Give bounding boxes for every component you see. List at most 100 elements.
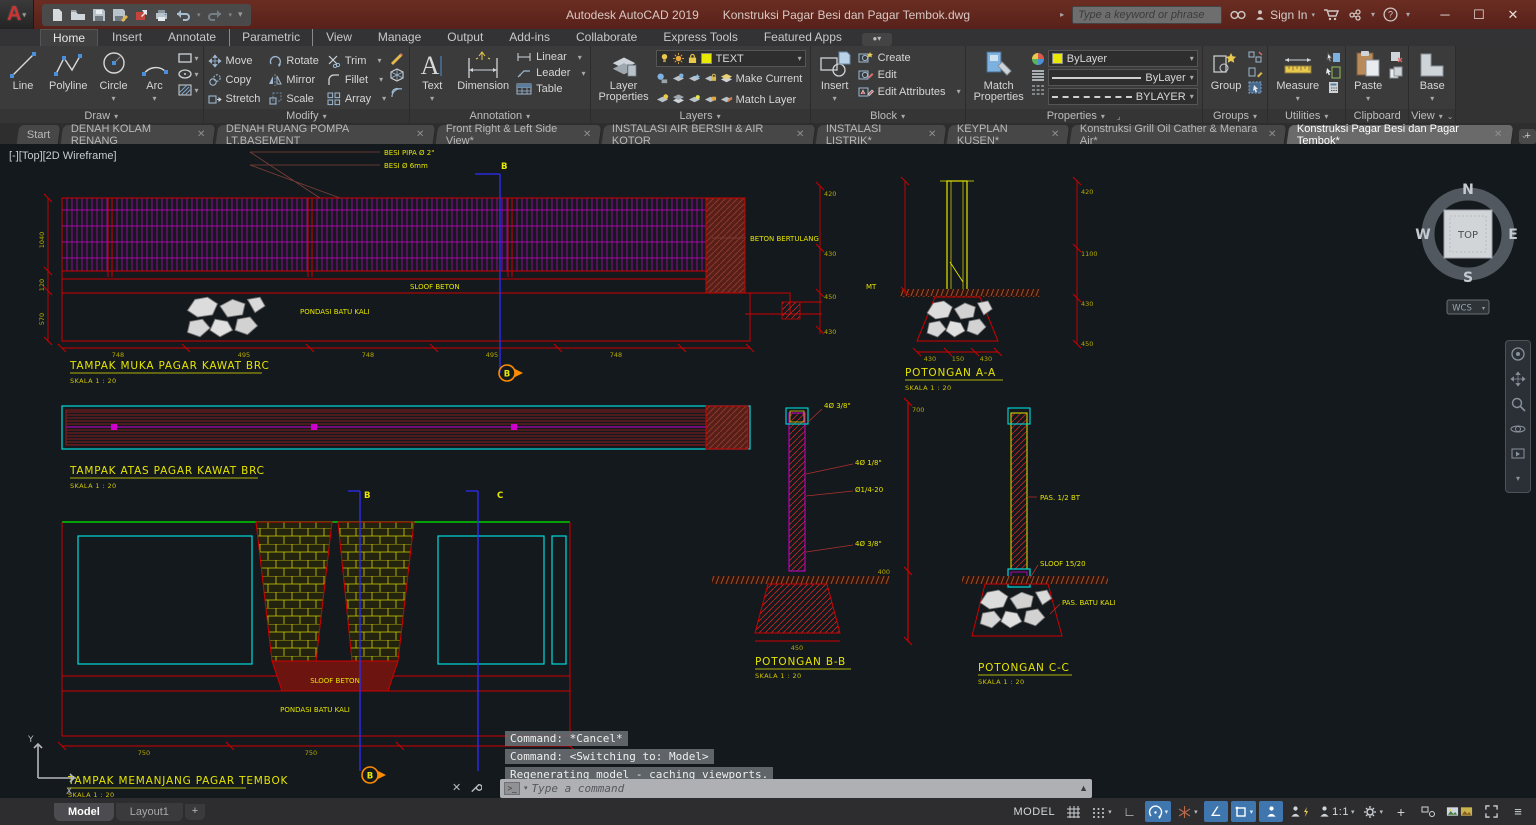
fillet-tool[interactable]: Fillet ▾ <box>327 73 386 87</box>
tab-overflow-icon[interactable]: ⌄ <box>1520 130 1528 141</box>
erase-tool[interactable] <box>389 51 405 66</box>
close-icon[interactable]: ✕ <box>796 129 804 140</box>
help-icon[interactable]: ? <box>1383 7 1398 22</box>
ortho-toggle[interactable]: ∟ <box>1118 801 1142 822</box>
doc-tab[interactable]: INSTALASI AIR BERSIH & AIR KOTOR✕ <box>602 125 816 144</box>
viewport-controls[interactable]: [-][Top][2D Wireframe] <box>9 150 117 162</box>
view-top-plan[interactable]: TAMPAK ATAS PAGAR KAWAT BRC SKALA 1 : 20 <box>62 406 750 490</box>
doc-tab[interactable]: Konstruksi Grill Oil Cather & Menara Air… <box>1070 125 1288 144</box>
panel-title-modify[interactable]: Modify▾ <box>204 109 410 123</box>
doc-tab[interactable]: KEYPLAN KUSEN*✕ <box>946 125 1070 144</box>
view-wall-elevation[interactable]: SLOOF BETON PONDASI BATU KALI 750 750 B … <box>58 491 574 798</box>
rotate-tool[interactable]: Rotate <box>268 54 318 68</box>
copy-tool[interactable]: Copy <box>208 73 261 87</box>
circle-tool[interactable]: Circle▾ <box>95 49 133 105</box>
help-search-input[interactable] <box>1072 6 1222 24</box>
ellipse-tool[interactable]: ▾ <box>177 67 199 81</box>
viewcube[interactable]: N S W E TOP WCS ▾ <box>1415 182 1518 314</box>
doc-tab[interactable]: Front Right & Left Side View*✕ <box>436 125 603 144</box>
base-button[interactable]: Base▾ <box>1413 49 1451 105</box>
open-file-icon[interactable] <box>70 8 86 22</box>
doc-tab-active[interactable]: Konstruksi Pagar Besi dan Pagar Tembok*✕ <box>1287 125 1515 144</box>
color-select[interactable]: ByLayer▾ <box>1048 50 1198 67</box>
match-properties-button[interactable]: Match Properties <box>970 49 1028 104</box>
rectangle-tool[interactable]: ▾ <box>177 51 199 65</box>
tab-insert[interactable]: Insert <box>100 29 154 46</box>
arc-tool[interactable]: Arc▾ <box>136 49 174 105</box>
mirror-tool[interactable]: Mirror <box>268 73 318 87</box>
panel-title-utilities[interactable]: Utilities▾ <box>1268 109 1345 123</box>
new-layout-button[interactable]: + <box>185 804 205 820</box>
layout1-tab[interactable]: Layout1 <box>116 803 183 821</box>
polar-tracking-toggle[interactable]: ▾ <box>1145 801 1172 822</box>
stretch-tool[interactable]: Stretch <box>208 92 261 106</box>
tab-output[interactable]: Output <box>435 29 495 46</box>
close-icon[interactable]: ✕ <box>417 129 425 140</box>
close-icon[interactable]: ✕ <box>1268 129 1276 140</box>
workspace-switching[interactable]: ▾ <box>1360 801 1386 822</box>
hatch-tool[interactable]: ▾ <box>177 83 199 97</box>
redo-icon[interactable] <box>207 8 223 21</box>
create-block-button[interactable]: Create <box>858 51 961 64</box>
tab-addins[interactable]: Add-ins <box>497 29 562 46</box>
close-icon[interactable]: ✕ <box>1495 129 1503 140</box>
tab-manage[interactable]: Manage <box>366 29 433 46</box>
quick-select-icon[interactable] <box>1326 51 1341 64</box>
command-input-bar[interactable]: >_ ▾ ▲ <box>500 779 1092 798</box>
a360-icon[interactable] <box>1347 8 1363 21</box>
orbit-icon[interactable] <box>1510 420 1526 438</box>
group-selection-icon[interactable] <box>1248 81 1263 94</box>
linetype-select[interactable]: BYLAYER▾ <box>1048 88 1198 105</box>
panel-title-properties[interactable]: Properties▾⌟ <box>966 109 1202 123</box>
tab-annotate[interactable]: Annotate <box>156 29 228 46</box>
object-snap-tracking-toggle[interactable]: ∠ <box>1204 801 1228 822</box>
close-command-icon[interactable]: ✕ <box>452 781 461 794</box>
sign-in-button[interactable]: Sign In ▾ <box>1254 8 1315 22</box>
insert-block-button[interactable]: Insert▾ <box>815 49 855 105</box>
move-tool[interactable]: Move <box>208 54 261 68</box>
line-tool[interactable]: Line <box>4 49 42 93</box>
close-icon[interactable]: ✕ <box>197 129 205 140</box>
model-space-toggle[interactable]: MODEL <box>1010 801 1058 822</box>
autoscale-toggle[interactable] <box>1286 801 1312 822</box>
model-tab[interactable]: Model <box>54 803 114 821</box>
edit-block-button[interactable]: Edit <box>858 68 961 81</box>
lineweight-select[interactable]: ByLayer▾ <box>1048 69 1198 86</box>
view-front-elevation[interactable]: BESI PIPA Ø 2" BESI Ø 6mm BETON BERTULAN… <box>38 149 836 385</box>
recent-commands-icon[interactable]: ▾ <box>524 784 528 792</box>
grid-toggle[interactable] <box>1061 801 1085 822</box>
doc-tab[interactable]: DENAH RUANG POMPA LT.BASEMENT✕ <box>216 125 436 144</box>
match-layer-button[interactable]: Match Layer <box>736 94 797 106</box>
tab-express-tools[interactable]: Express Tools <box>651 29 749 46</box>
command-input[interactable] <box>532 782 1076 795</box>
close-button[interactable]: ✕ <box>1496 3 1530 27</box>
panel-title-draw[interactable]: Draw▾ <box>0 109 203 123</box>
a360-dropdown[interactable]: ▾ <box>1371 10 1375 19</box>
tab-view[interactable]: View <box>314 29 364 46</box>
panel-title-clipboard[interactable]: Clipboard <box>1346 109 1408 123</box>
view-section-aa[interactable]: MT 420 1100 430 450 430 150 430 POTONGAN… <box>866 177 1098 392</box>
close-icon[interactable]: ✕ <box>583 129 591 140</box>
customize-command-icon[interactable] <box>469 781 482 794</box>
view-section-cc[interactable]: PAS. 1/2 BT SLOOF 15/20 PAS. BATU KALI P… <box>962 408 1115 686</box>
navbar-more-icon[interactable]: ▾ <box>1516 470 1520 488</box>
command-expand-icon[interactable]: ▲ <box>1079 783 1088 793</box>
dimension-tool[interactable]: Dimension <box>453 49 513 93</box>
tab-collaborate[interactable]: Collaborate <box>564 29 649 46</box>
panel-title-annotation[interactable]: Annotation▾ <box>410 109 589 123</box>
showmotion-icon[interactable] <box>1510 445 1526 463</box>
doc-tab[interactable]: INSTALASI LISTRIK*✕ <box>815 125 947 144</box>
zoom-icon[interactable] <box>1510 395 1526 413</box>
drawing-canvas[interactable]: [-][Top][2D Wireframe] <box>0 144 1536 798</box>
pan-icon[interactable] <box>1510 370 1526 388</box>
trim-tool[interactable]: Trim ▾ <box>327 54 386 68</box>
app-menu-button[interactable]: A▾ <box>0 0 34 29</box>
ungroup-icon[interactable] <box>1248 51 1263 64</box>
undo-icon[interactable] <box>175 8 191 21</box>
doc-tab[interactable]: DENAH KOLAM RENANG✕ <box>61 125 217 144</box>
array-tool[interactable]: Array ▾ <box>327 92 386 106</box>
customization-menu[interactable]: ≡ <box>1506 801 1530 822</box>
make-current-button[interactable]: Make Current <box>736 73 803 85</box>
help-dropdown[interactable]: ▾ <box>1406 10 1410 19</box>
linear-dimension-tool[interactable]: Linear ▾ <box>516 51 585 63</box>
